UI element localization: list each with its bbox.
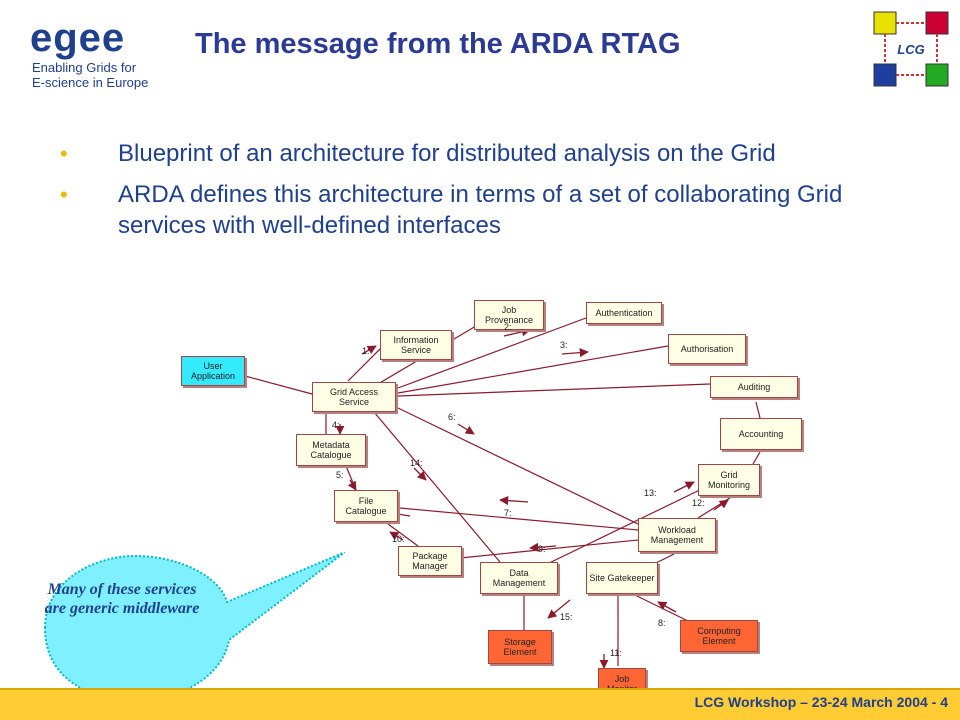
connector-accounting-monitoring — [752, 451, 761, 465]
connector-gas-datamgmt — [373, 411, 501, 563]
bullet-item: • Blueprint of an architecture for distr… — [60, 138, 920, 169]
step-label-5: 5: — [336, 470, 344, 480]
step-label-12: 12: — [692, 498, 705, 508]
bullet-text: ARDA defines this architecture in terms … — [118, 181, 843, 239]
egee-logo: egee Enabling Grids for E-science in Eur… — [30, 16, 160, 90]
bullet-item: • ARDA defines this architecture in term… — [60, 179, 920, 241]
connector-gas-auditing — [397, 383, 711, 397]
egee-logo-line2: E-science in Europe — [32, 75, 149, 90]
flow-arrow-7 — [499, 496, 529, 506]
connector-gas-info — [347, 345, 384, 382]
arda-architecture-diagram: User Application Information Service Job… — [178, 296, 808, 706]
box-user-application: User Application — [181, 356, 245, 386]
bullet-marker: • — [60, 141, 68, 166]
egee-logo-word: egee — [30, 16, 126, 60]
connector-user-gas — [244, 375, 313, 395]
flow-arrow-15 — [547, 599, 571, 619]
box-site-gatekeeper: Site Gatekeeper — [586, 562, 658, 594]
connector-file-package — [387, 523, 419, 547]
connector-gas-authentication — [397, 317, 587, 389]
step-label-7: 7: — [504, 508, 512, 518]
callout-bubble — [43, 552, 345, 702]
step-label-3: 3: — [560, 340, 568, 350]
connector-gas-authorisation — [397, 345, 669, 394]
box-metadata-catalogue: Metadata Catalogue — [296, 434, 366, 466]
bullet-marker: • — [60, 182, 68, 207]
step-label-9: 9: — [538, 544, 546, 554]
slide-title: The message from the ARDA RTAG — [195, 28, 681, 60]
box-package-manager: Package Manager — [398, 546, 462, 576]
callout-text: Many of these services are generic middl… — [44, 581, 200, 617]
flow-arrow-3 — [561, 348, 589, 358]
box-file-catalogue: File Catalogue — [334, 490, 398, 522]
flow-arrow-14 — [413, 467, 427, 481]
box-auditing: Auditing — [710, 376, 798, 398]
box-authentication: Authentication — [586, 302, 662, 324]
bullet-text: Blueprint of an architecture for distrib… — [118, 140, 776, 167]
flow-arrow-10 — [389, 531, 404, 541]
step-label-10: 10: — [392, 534, 405, 544]
box-grid-access-service: Grid Access Service — [312, 382, 396, 412]
box-authorisation: Authorisation — [668, 334, 746, 364]
egee-logo-line1: Enabling Grids for — [32, 60, 137, 75]
flow-arrow-6 — [457, 423, 475, 435]
step-label-1: 1: — [362, 346, 370, 356]
step-label-8: 8: — [658, 618, 666, 628]
box-storage-element: Storage Element — [488, 630, 552, 664]
footer-bar — [0, 688, 960, 720]
step-label-6: 6: — [448, 412, 456, 422]
step-label-15: 15: — [560, 612, 573, 622]
connector-package-wms — [459, 539, 639, 559]
flow-arrow-12 — [713, 499, 729, 511]
connector-file-wms — [399, 507, 639, 531]
box-grid-monitoring: Grid Monitoring — [698, 464, 760, 496]
step-label-11: 11: — [610, 648, 622, 658]
lcg-logo: LCG — [873, 11, 949, 87]
flow-arrow-2 — [503, 327, 531, 337]
connector-gas-wms — [397, 407, 639, 525]
footer-text: LCG Workshop – 23-24 March 2004 - 4 — [694, 694, 948, 710]
box-accounting: Accounting — [720, 418, 802, 450]
flow-arrow-8 — [657, 601, 677, 613]
connector-auditing-accounting — [755, 401, 761, 419]
flow-arrow-9 — [529, 542, 557, 552]
step-label-4: 4: — [332, 420, 340, 430]
step-label-14: 14: — [410, 458, 423, 468]
step-label-2: 2: — [504, 322, 512, 332]
flow-arrow-13 — [673, 481, 695, 493]
lcg-logo-text: LCG — [897, 42, 924, 57]
flow-arrow-5 — [347, 479, 357, 491]
diagram-connections — [244, 317, 761, 669]
connector-datamgmt-monitoring — [542, 485, 709, 567]
box-computing-element: Computing Element — [680, 620, 758, 652]
box-data-management: Data Management — [480, 562, 558, 594]
box-workload-management: Workload Management — [638, 518, 716, 552]
box-job-provenance: Job Provenance — [474, 300, 544, 330]
flow-arrow-1 — [361, 345, 377, 355]
box-information-service: Information Service — [380, 330, 452, 360]
bullet-list: • Blueprint of an architecture for distr… — [60, 138, 920, 251]
step-label-13: 13: — [644, 488, 657, 498]
